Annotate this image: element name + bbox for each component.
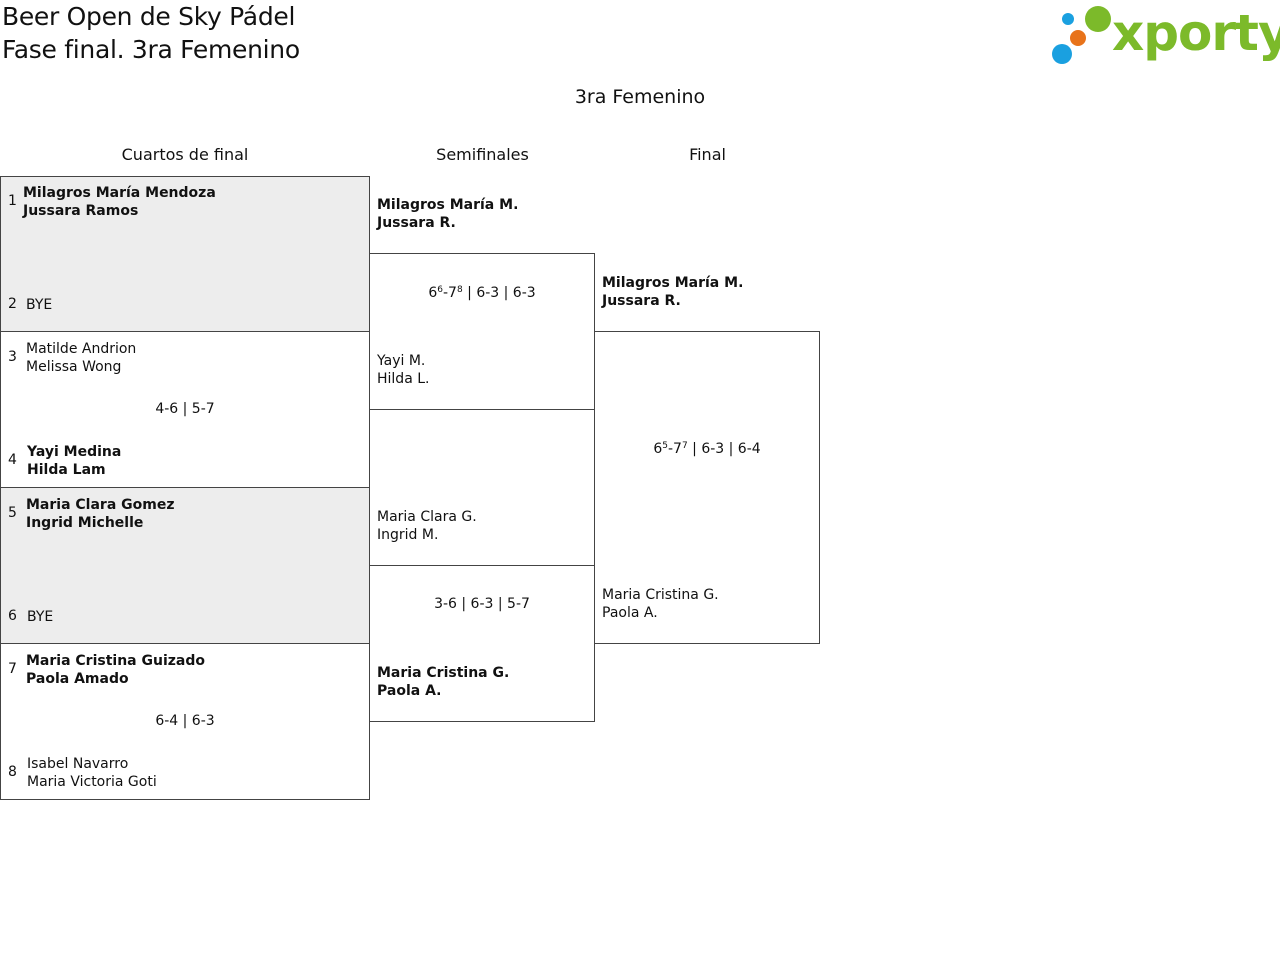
player-name: Maria Clara G. (377, 509, 477, 525)
tiebreak-score: 6 (437, 285, 443, 295)
sf1-score: 66-78 | 6-3 | 6-3 (428, 285, 536, 301)
player-name: Jussara Ramos (23, 203, 139, 219)
final-team-b: Maria Cristina G. Paola A. (602, 586, 719, 622)
final-score: 65-77 | 6-3 | 6-4 (653, 441, 761, 457)
final-team-a: Milagros María M. Jussara R. (602, 274, 743, 310)
player-name: Isabel Navarro (27, 756, 129, 772)
player-name: Maria Clara Gomez (26, 497, 175, 513)
qf2-team-b: Yayi Medina Hilda Lam (27, 443, 121, 479)
player-name: Hilda L. (377, 371, 430, 387)
player-name: Paola A. (377, 683, 442, 699)
round-header-final: Final (689, 145, 726, 164)
qf4-team-a: Maria Cristina Guizado Paola Amado (26, 652, 205, 688)
player-name: Milagros María M. (377, 197, 519, 213)
qf-match-1 (0, 176, 370, 332)
qf3-team-a: Maria Clara Gomez Ingrid Michelle (26, 496, 175, 532)
player-name: Jussara R. (602, 293, 681, 309)
seed-number: 3 (8, 349, 17, 365)
logo-text: xporty (1112, 4, 1280, 62)
player-name: Melissa Wong (26, 359, 122, 375)
qf1-team-b-bye: BYE (26, 297, 53, 313)
player-name: Milagros María M. (602, 275, 744, 291)
player-name: Maria Cristina Guizado (26, 653, 205, 669)
player-name: Maria Cristina G. (377, 665, 510, 681)
qf2-score: 4-6 | 5-7 (155, 401, 215, 417)
logo-dot-blue-icon (1052, 44, 1072, 64)
logo-dot-orange-icon (1070, 30, 1086, 46)
set-score: 7 (448, 285, 457, 301)
sf1-team-b: Yayi M. Hilda L. (377, 352, 429, 388)
phase-title: Fase final. 3ra Femenino (2, 35, 300, 64)
set-score: 7 (673, 441, 682, 457)
player-name: Yayi M. (377, 353, 426, 369)
qf2-team-a: Matilde Andrion Melissa Wong (26, 340, 136, 376)
tiebreak-score: 5 (662, 441, 668, 451)
tiebreak-score: 7 (681, 441, 688, 451)
tournament-title: Beer Open de Sky Pádel (2, 2, 296, 31)
round-header-sf: Semifinales (436, 145, 529, 164)
sf2-score: 3-6 | 6-3 | 5-7 (434, 596, 530, 612)
player-name: Ingrid M. (377, 527, 439, 543)
round-header-qf: Cuartos de final (121, 145, 249, 164)
seed-number: 4 (8, 452, 17, 468)
tiebreak-score: 8 (456, 285, 463, 295)
seed-number: 7 (8, 661, 17, 677)
remaining-sets: | 6-3 | 6-3 (462, 285, 536, 301)
player-name: Yayi Medina (27, 444, 122, 460)
remaining-sets: | 6-3 | 6-4 (687, 441, 761, 457)
sf2-team-a: Maria Clara G. Ingrid M. (377, 508, 477, 544)
player-name: Milagros María Mendoza (23, 185, 216, 201)
qf3-team-b-bye: BYE (27, 609, 54, 625)
player-name: Paola Amado (26, 671, 129, 687)
player-name: Maria Victoria Goti (27, 774, 157, 790)
seed-number: 6 (8, 608, 17, 624)
player-name: Paola A. (602, 605, 658, 621)
qf4-team-b: Isabel Navarro Maria Victoria Goti (27, 755, 157, 791)
player-name: Maria Cristina G. (602, 587, 719, 603)
category-title: 3ra Femenino (574, 86, 706, 108)
player-name: Ingrid Michelle (26, 515, 144, 531)
seed-number: 5 (8, 505, 17, 521)
sf1-team-a: Milagros María M. Jussara R. (377, 196, 518, 232)
player-name: Hilda Lam (27, 462, 106, 478)
player-name: Jussara R. (377, 215, 456, 231)
seed-number: 1 (8, 193, 17, 209)
seed-number: 2 (8, 296, 17, 312)
xporty-logo: xporty (1050, 4, 1280, 66)
set-score: 6 (653, 441, 663, 457)
player-name: Matilde Andrion (26, 341, 137, 357)
qf-match-3 (0, 487, 370, 644)
logo-dot-blue-small-icon (1062, 13, 1074, 25)
sf2-team-b: Maria Cristina G. Paola A. (377, 664, 509, 700)
qf4-score: 6-4 | 6-3 (155, 713, 215, 729)
logo-dot-green-icon (1085, 6, 1111, 32)
final-match (594, 331, 820, 644)
set-score: 6 (428, 285, 438, 301)
qf1-team-a: Milagros María Mendoza Jussara Ramos (23, 184, 216, 220)
seed-number: 8 (8, 764, 17, 780)
